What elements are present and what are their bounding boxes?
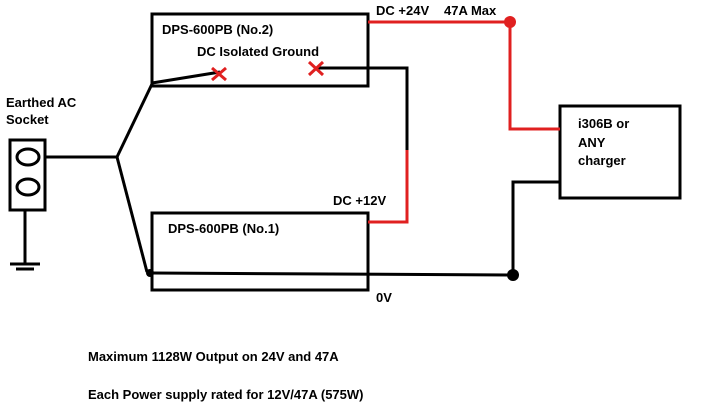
psu2-subtitle: DC Isolated Ground: [197, 44, 319, 59]
max-current-label: 47A Max: [444, 3, 497, 18]
socket-label-line2: Socket: [6, 112, 49, 127]
series-link-wire: [368, 150, 409, 224]
note-psu-rating: Each Power supply rated for 12V/47A (575…: [88, 387, 364, 402]
psu2-negative-wire: [315, 66, 409, 150]
note-max-output: Maximum 1128W Output on 24V and 47A: [88, 349, 339, 364]
isolated-ground-link: [151, 70, 221, 85]
psu2-box: [150, 12, 370, 88]
charger-label-line1: i306B or: [578, 116, 629, 131]
dc12-label: DC +12V: [333, 193, 386, 208]
cross-mark-right: [307, 60, 325, 77]
socket-hole-top: [15, 147, 41, 167]
charger-box: [558, 104, 682, 200]
psu1-title: DPS-600PB (No.1): [168, 221, 279, 236]
zero-v-label: 0V: [376, 290, 392, 305]
cross-mark-left: [211, 66, 227, 82]
junction-dot-psu1: [146, 269, 154, 277]
charger-label-line3: charger: [578, 153, 626, 168]
psu2-title: DPS-600PB (No.2): [162, 22, 273, 37]
zero-volt-wire: [151, 180, 560, 277]
ac-socket: [8, 138, 47, 212]
ac-wires: [45, 83, 154, 273]
socket-label-line1: Earthed AC: [6, 95, 77, 110]
junction-dot-24v: [504, 16, 516, 28]
psu1-box: [150, 211, 370, 292]
socket-hole-bottom: [15, 177, 41, 197]
positive-24v-wire: [368, 20, 560, 131]
earth-symbol: [10, 210, 40, 271]
junction-dot-0v: [507, 269, 519, 281]
dc24-label: DC +24V: [376, 3, 429, 18]
charger-label-line2: ANY: [578, 135, 606, 150]
